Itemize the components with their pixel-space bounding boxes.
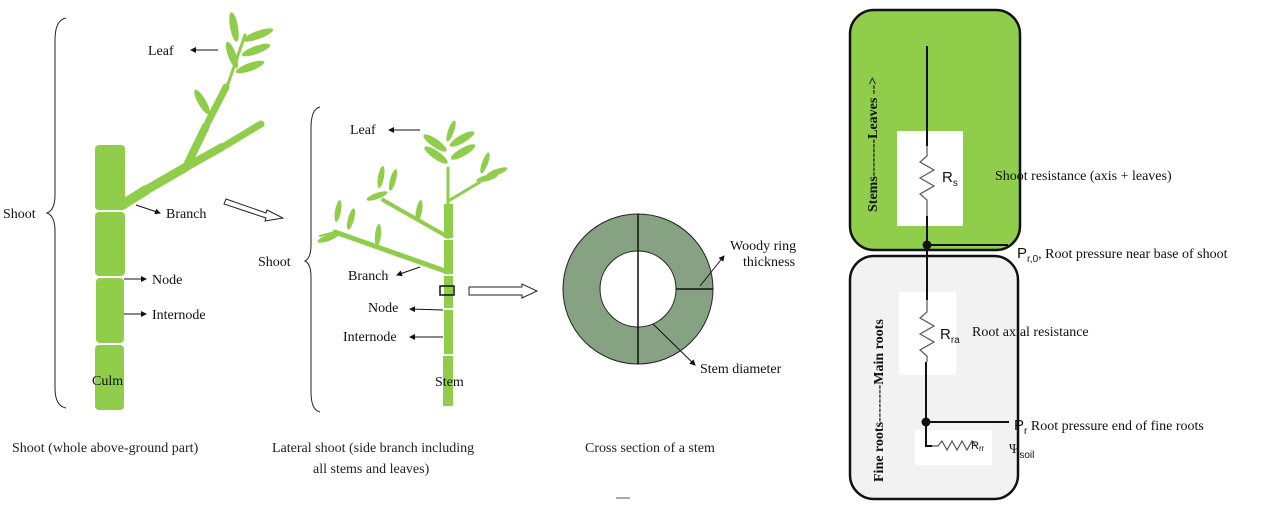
rra-resistor [918,300,936,362]
panel-whole-shoot: Shoot Leaf Branch [3,12,274,410]
pr0-text: Pr,0, Root pressure near base of shoot [1017,245,1228,265]
shoot-compartment-label: Stems--------Leaves --> [866,77,881,212]
panel-lateral-shoot: Shoot [258,106,508,413]
diameter-label: Stem diameter [700,362,782,377]
lateral-node-label: Node [368,301,398,316]
xylem-wire-3 [925,362,932,447]
lateral-stem [443,204,453,406]
shoot-compartment [848,8,1022,252]
ring-label-line1: Woody ring [730,239,796,254]
culm-label: Culm [92,374,123,389]
rs-box [897,131,963,226]
lateral-brace-label: Shoot [258,255,291,270]
lateral-leaves [317,120,508,246]
culm-internode [96,278,124,343]
node-label: Node [152,273,182,288]
caption-whole-shoot: Shoot (whole above-ground part) [12,441,199,456]
culm-internode [95,145,125,210]
shoot-brace [45,17,67,409]
branch-pointer [135,204,161,215]
rra-description: Root axial resistance [972,325,1089,340]
culm-internode [95,212,125,276]
lateral-node-pointer [409,306,444,313]
rs-resistor [918,146,936,216]
lateral-branch-label: Branch [348,269,388,284]
diameter-pointer [652,323,696,366]
branch-system [117,33,265,210]
shoot-brace-label: Shoot [3,207,36,222]
ring-pointer [699,255,725,287]
psi-soil-symbol: Ψsoil [1009,442,1034,461]
panel-cross-section: Woody ring thickness Stem diameter [562,213,796,377]
caption-lateral-line1-visible: Lateral shoot (side branch including [272,441,474,456]
branch-label: Branch [166,207,206,222]
rs-symbol: Rs [942,169,958,189]
hollow-arrow-1 [223,198,285,222]
hollow-arrow-2 [468,283,539,299]
leaves [194,12,274,115]
lateral-branch-pointer [396,266,421,277]
leaf-label: Leaf [148,44,174,59]
internode-label: Internode [152,308,206,323]
rrr-box [915,430,992,465]
rra-symbol: Rra [940,326,960,346]
lateral-leaf-label: Leaf [350,123,376,138]
lateral-brace [303,106,321,413]
rs-description: Shoot resistance (axis + leaves) [995,169,1172,184]
panel-hydraulic-circuit: Stems--------Leaves --> Fine roots------… [848,8,1228,501]
caption-lateral-line2: all stems and leaves) [313,462,430,477]
rrr-symbol: Rrr [971,440,985,453]
cross-section-marker [439,285,455,296]
lateral-internode-label: Internode [343,330,397,345]
ring-label-line2: thickness [743,255,795,270]
lateral-stem-label: Stem [435,375,464,390]
culm-internode [95,345,124,410]
caption-cross-section: Cross section of a stem [585,441,715,456]
rrr-resistor [932,439,977,452]
lateral-branches [319,166,482,275]
culm [95,145,125,410]
pr-text: Pr Root pressure end of fine roots [1014,417,1204,437]
root-compartment-label: Fine roots--------Main roots [872,319,887,482]
